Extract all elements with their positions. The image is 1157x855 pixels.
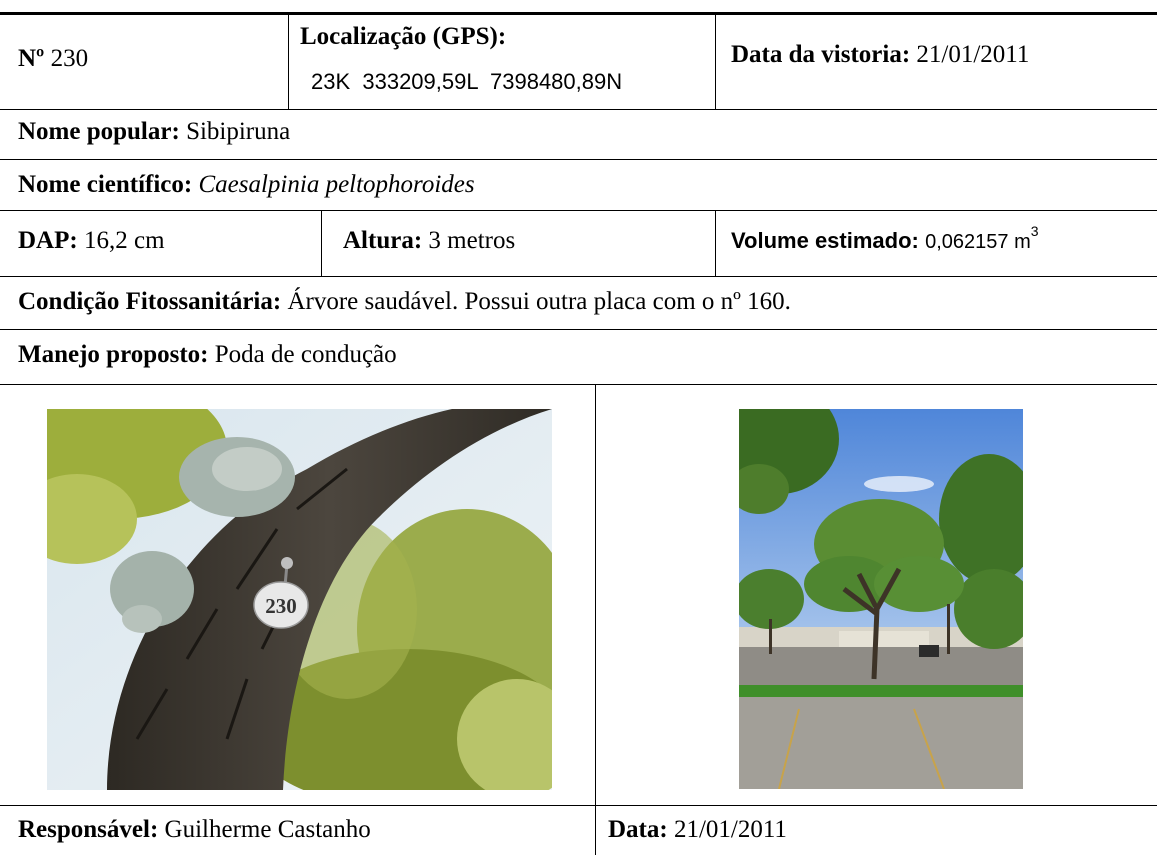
- gps-label: Localização (GPS):: [300, 22, 506, 52]
- record-number-label: Nº: [18, 45, 45, 72]
- scientific-name-value: Caesalpinia peltophoroides: [198, 171, 475, 198]
- condition-value: Árvore saudável. Possui outra placa com …: [287, 288, 791, 315]
- dap: DAP: 16,2 cm: [18, 226, 165, 256]
- col-divider: [288, 12, 289, 109]
- popular-name: Nome popular: Sibipiruna: [18, 117, 290, 147]
- phytosanitary-condition: Condição Fitossanitária: Árvore saudável…: [18, 287, 791, 317]
- management-label: Manejo proposto:: [18, 341, 209, 368]
- row-divider: [0, 329, 1157, 330]
- inspection-date-value: 21/01/2011: [916, 41, 1030, 68]
- management-value: Poda de condução: [214, 341, 397, 368]
- volume-exponent: 3: [1030, 223, 1039, 239]
- scientific-name-label: Nome científico:: [18, 171, 193, 198]
- record-number-value: 230: [50, 45, 89, 72]
- record-number: Nº 230: [18, 44, 88, 74]
- inspection-date-label: Data da vistoria:: [731, 41, 911, 68]
- row-divider: [0, 159, 1157, 160]
- condition-label: Condição Fitossanitária:: [18, 288, 282, 315]
- col-divider: [715, 12, 716, 109]
- estimated-volume-value: 0,062157 m: [925, 231, 1031, 253]
- trunk-tag-image: 230: [47, 409, 552, 790]
- responsible: Responsável: Guilherme Castanho: [18, 815, 371, 845]
- estimated-volume-label: Volume estimado:: [731, 228, 919, 253]
- estimated-volume: Volume estimado: 0,062157 m3: [731, 223, 1039, 257]
- col-divider: [715, 210, 716, 276]
- row-divider: [0, 109, 1157, 110]
- tree-parking-image: [739, 409, 1023, 789]
- popular-name-label: Nome popular:: [18, 118, 180, 145]
- inspection-date: Data da vistoria: 21/01/2011: [731, 40, 1029, 70]
- row-divider: [0, 384, 1157, 385]
- dap-label: DAP:: [18, 227, 78, 254]
- row-divider: [0, 276, 1157, 277]
- popular-name-value: Sibipiruna: [186, 118, 291, 145]
- proposed-management: Manejo proposto: Poda de condução: [18, 340, 397, 370]
- photo-date-value: 21/01/2011: [673, 816, 787, 843]
- gps-label-text: Localização (GPS):: [300, 23, 507, 50]
- trunk-tag-photo: 230: [47, 409, 552, 790]
- col-divider: [595, 384, 596, 855]
- photo-date-label: Data:: [608, 816, 668, 843]
- col-divider: [321, 210, 322, 276]
- dap-value: 16,2 cm: [83, 227, 165, 254]
- row-divider: [0, 805, 1157, 806]
- responsible-value: Guilherme Castanho: [164, 816, 371, 843]
- photo-date: Data: 21/01/2011: [608, 815, 787, 845]
- tree-parking-photo: [739, 409, 1023, 789]
- top-border: [0, 12, 1157, 15]
- scientific-name: Nome científico: Caesalpinia peltophoroi…: [18, 170, 475, 200]
- tree-height-label: Altura:: [343, 227, 423, 254]
- tree-height: Altura: 3 metros: [343, 226, 515, 256]
- responsible-label: Responsável:: [18, 816, 159, 843]
- gps-value: 23K 333209,59L 7398480,89N: [311, 69, 623, 94]
- tag-number: 230: [265, 594, 297, 618]
- row-divider: [0, 210, 1157, 211]
- tree-height-value: 3 metros: [428, 227, 516, 254]
